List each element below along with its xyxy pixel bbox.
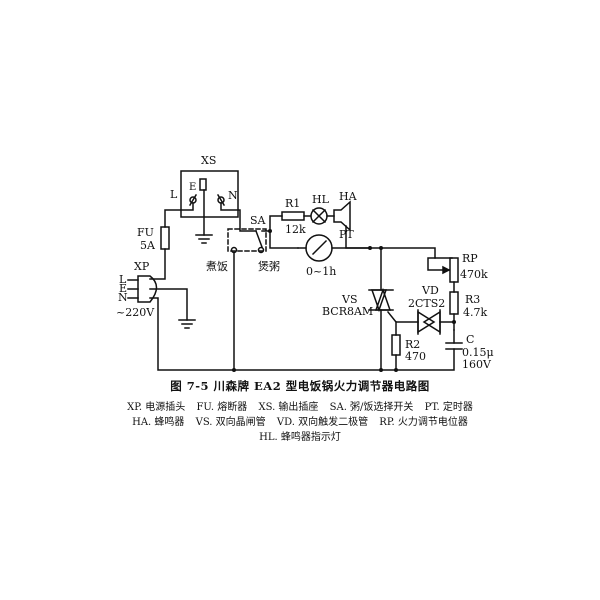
label-rp: RP xyxy=(462,252,478,265)
wire-l xyxy=(164,202,194,228)
label-r2-value: 470 xyxy=(405,350,426,363)
label-stew: 煲粥 xyxy=(258,260,280,273)
label-vs-model: BCR8AM xyxy=(322,305,373,318)
label-pt: PT xyxy=(339,228,354,241)
junction-dot xyxy=(232,368,236,372)
resistor-r2 xyxy=(391,334,401,356)
label-fu: FU xyxy=(137,226,154,239)
junction-dot xyxy=(379,246,383,250)
socket-ground-icon xyxy=(195,234,213,244)
wire-switch-out xyxy=(261,230,299,249)
label-r2: R2 xyxy=(405,338,420,351)
junction-dot xyxy=(394,368,398,372)
label-r3: R3 xyxy=(465,293,480,306)
socket-xs xyxy=(180,170,239,218)
resistor-r1 xyxy=(281,211,305,221)
legend-item: HL. 蜂鸣器指示灯 xyxy=(259,432,341,443)
wire-n xyxy=(220,202,257,232)
label-e-plug: E xyxy=(119,282,127,295)
wire-l-plug xyxy=(149,248,166,280)
figure-caption: 图 7-5 川森牌 EA2 型电饭锅火力调节器电路图 xyxy=(170,379,430,393)
label-c-value: 0.15μ xyxy=(462,346,494,359)
legend-item: SA. 粥/饭选择开关 xyxy=(329,402,414,413)
label-vd-model: 2CTS2 xyxy=(408,297,445,310)
label-vs: VS xyxy=(341,293,357,306)
switch-sa-lever xyxy=(255,230,263,248)
fuse-fu xyxy=(160,226,170,250)
label-n-plug: N xyxy=(118,291,128,304)
legend-line: XP. 电源插头 FU. 熔断器 XS. 输出插座 SA. 粥/饭选择开关 PT… xyxy=(0,400,600,415)
junction-dot xyxy=(452,320,456,324)
switch-sa-frame xyxy=(227,228,267,252)
diac-vd xyxy=(417,309,441,335)
switch-sa-contact-cook xyxy=(230,246,238,254)
label-sa: SA xyxy=(250,214,267,227)
label-c: C xyxy=(466,333,474,346)
label-c-voltage: 160V xyxy=(462,358,492,371)
legend-line: HA. 蜂鸣器 VS. 双向晶闸管 VD. 双向触发二极管 RP. 火力调节电位… xyxy=(0,415,600,430)
label-fu-rating: 5A xyxy=(140,239,156,252)
label-rp-value: 470k xyxy=(460,268,488,281)
legend-item: HA. 蜂鸣器 xyxy=(132,417,185,428)
label-e: E xyxy=(189,182,196,193)
wire-plug-earth xyxy=(149,288,188,321)
plug-ground-icon xyxy=(178,319,196,329)
wire-capacitor-bottom xyxy=(380,348,455,371)
junction-dot xyxy=(368,246,372,250)
legend-item: VS. 双向晶闸管 xyxy=(195,417,266,428)
wire-rp-wiper xyxy=(427,257,450,271)
label-xs: XS xyxy=(201,154,216,167)
label-l-plug: L xyxy=(119,273,127,286)
label-hl: HL xyxy=(312,193,330,206)
label-pt-range: 0~1h xyxy=(306,265,336,278)
legend-item: FU. 熔断器 xyxy=(196,402,248,413)
wire-top-branch xyxy=(269,215,283,232)
wire-vd-gate xyxy=(386,310,419,323)
triac-vs xyxy=(368,287,394,313)
label-l-top: L xyxy=(170,188,178,201)
potentiometer-rp xyxy=(449,257,459,283)
label-r3-value: 4.7k xyxy=(463,306,487,319)
legend-line: HL. 蜂鸣器指示灯 xyxy=(0,430,600,445)
label-voltage: ~220V xyxy=(116,306,155,319)
label-n-top: N xyxy=(228,189,238,202)
junction-dot xyxy=(379,368,383,372)
wire-n-bottom xyxy=(149,297,382,371)
label-xp: XP xyxy=(134,260,150,273)
buzzer-ha xyxy=(333,200,351,232)
label-vd: VD xyxy=(421,284,439,297)
junction-dot xyxy=(268,229,272,233)
switch-sa-contact-stew xyxy=(257,246,265,254)
wire-main-rail xyxy=(369,247,453,259)
label-r1-value: 12k xyxy=(285,223,306,236)
legend-item: XS. 输出插座 xyxy=(258,402,319,413)
resistor-r3 xyxy=(449,291,459,315)
label-cook: 煮饭 xyxy=(206,260,228,273)
legend-item: XP. 电源插头 xyxy=(127,402,186,413)
label-ha: HA xyxy=(339,190,358,203)
legend-item: VD. 双向触发二极管 xyxy=(276,417,369,428)
legend-item: PT. 定时器 xyxy=(424,402,473,413)
socket-xs-earth-pin xyxy=(199,178,207,191)
label-r1: R1 xyxy=(285,197,300,210)
legend-item: RP. 火力调节电位器 xyxy=(379,417,468,428)
